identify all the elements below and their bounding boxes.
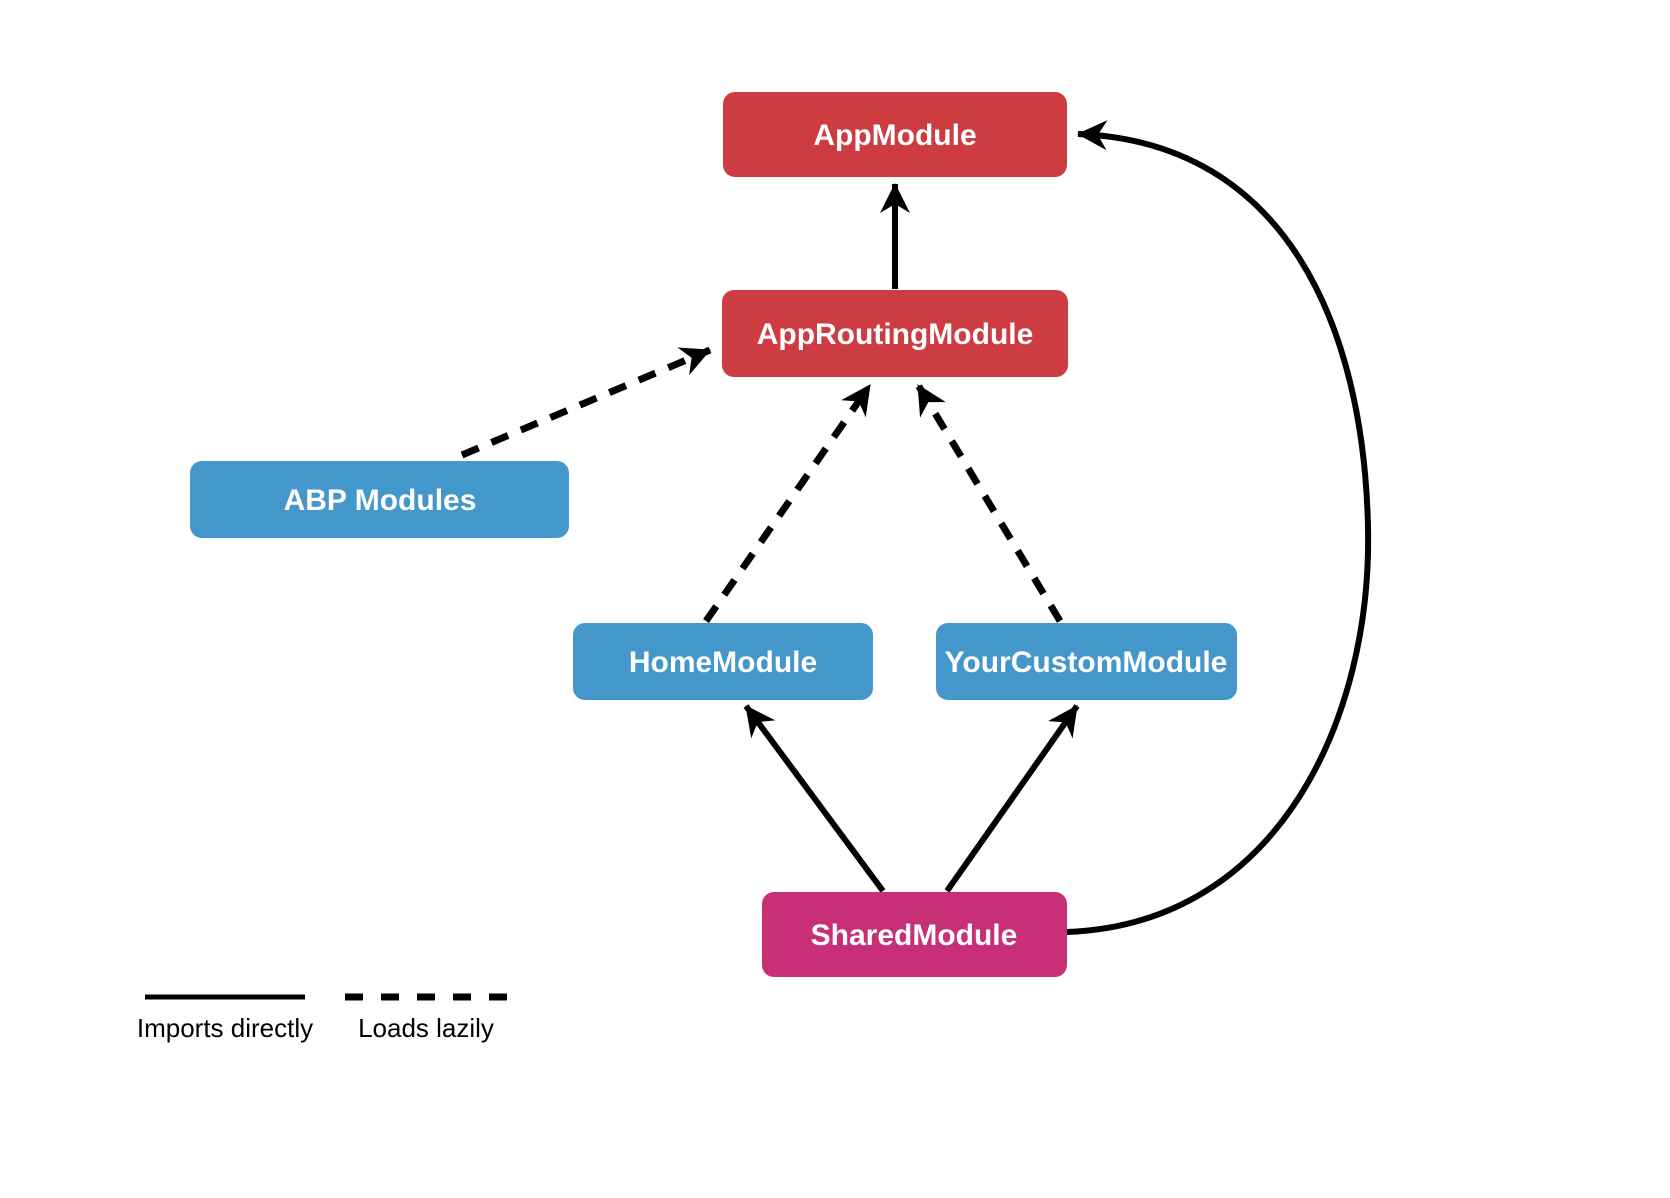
node-appmodule: AppModule — [723, 92, 1067, 177]
node-sharedmodule: SharedModule — [762, 892, 1067, 977]
node-homemodule-label: HomeModule — [629, 646, 817, 679]
edge-sharedmodule-to-homemodule — [743, 704, 886, 893]
node-sharedmodule-label: SharedModule — [811, 919, 1018, 952]
node-sharedmodule-box — [762, 892, 1067, 977]
node-yourcustommodule-box — [936, 623, 1237, 700]
node-homemodule: HomeModule — [573, 623, 873, 700]
edge-abpmodules-to-approutingmodule — [460, 346, 712, 459]
node-homemodule-box — [573, 623, 873, 700]
legend: Imports directly Loads lazily — [137, 993, 512, 1043]
node-yourcustommodule-label: YourCustomModule — [945, 646, 1228, 679]
node-approutingmodule-box — [722, 290, 1068, 377]
node-yourcustommodule: YourCustomModule — [936, 623, 1237, 700]
edge-sharedmodule-to-yourcustommodule — [944, 704, 1080, 893]
legend-solid-label: Imports directly — [137, 1013, 313, 1043]
node-abpmodules-box — [190, 461, 569, 538]
edge-homemodule-to-approutingmodule — [703, 383, 873, 623]
edge-yourcustommodule-to-approutingmodule — [915, 383, 1063, 623]
edge-sharedmodule-to-appmodule — [1066, 120, 1372, 935]
node-abpmodules-label: ABP Modules — [284, 484, 477, 517]
node-appmodule-label: AppModule — [813, 119, 976, 152]
node-approutingmodule-label: AppRoutingModule — [757, 318, 1034, 351]
legend-dashed-label: Loads lazily — [358, 1013, 494, 1043]
node-appmodule-box — [723, 92, 1067, 177]
node-abpmodules: ABP Modules — [190, 461, 569, 538]
node-approutingmodule: AppRoutingModule — [722, 290, 1068, 377]
